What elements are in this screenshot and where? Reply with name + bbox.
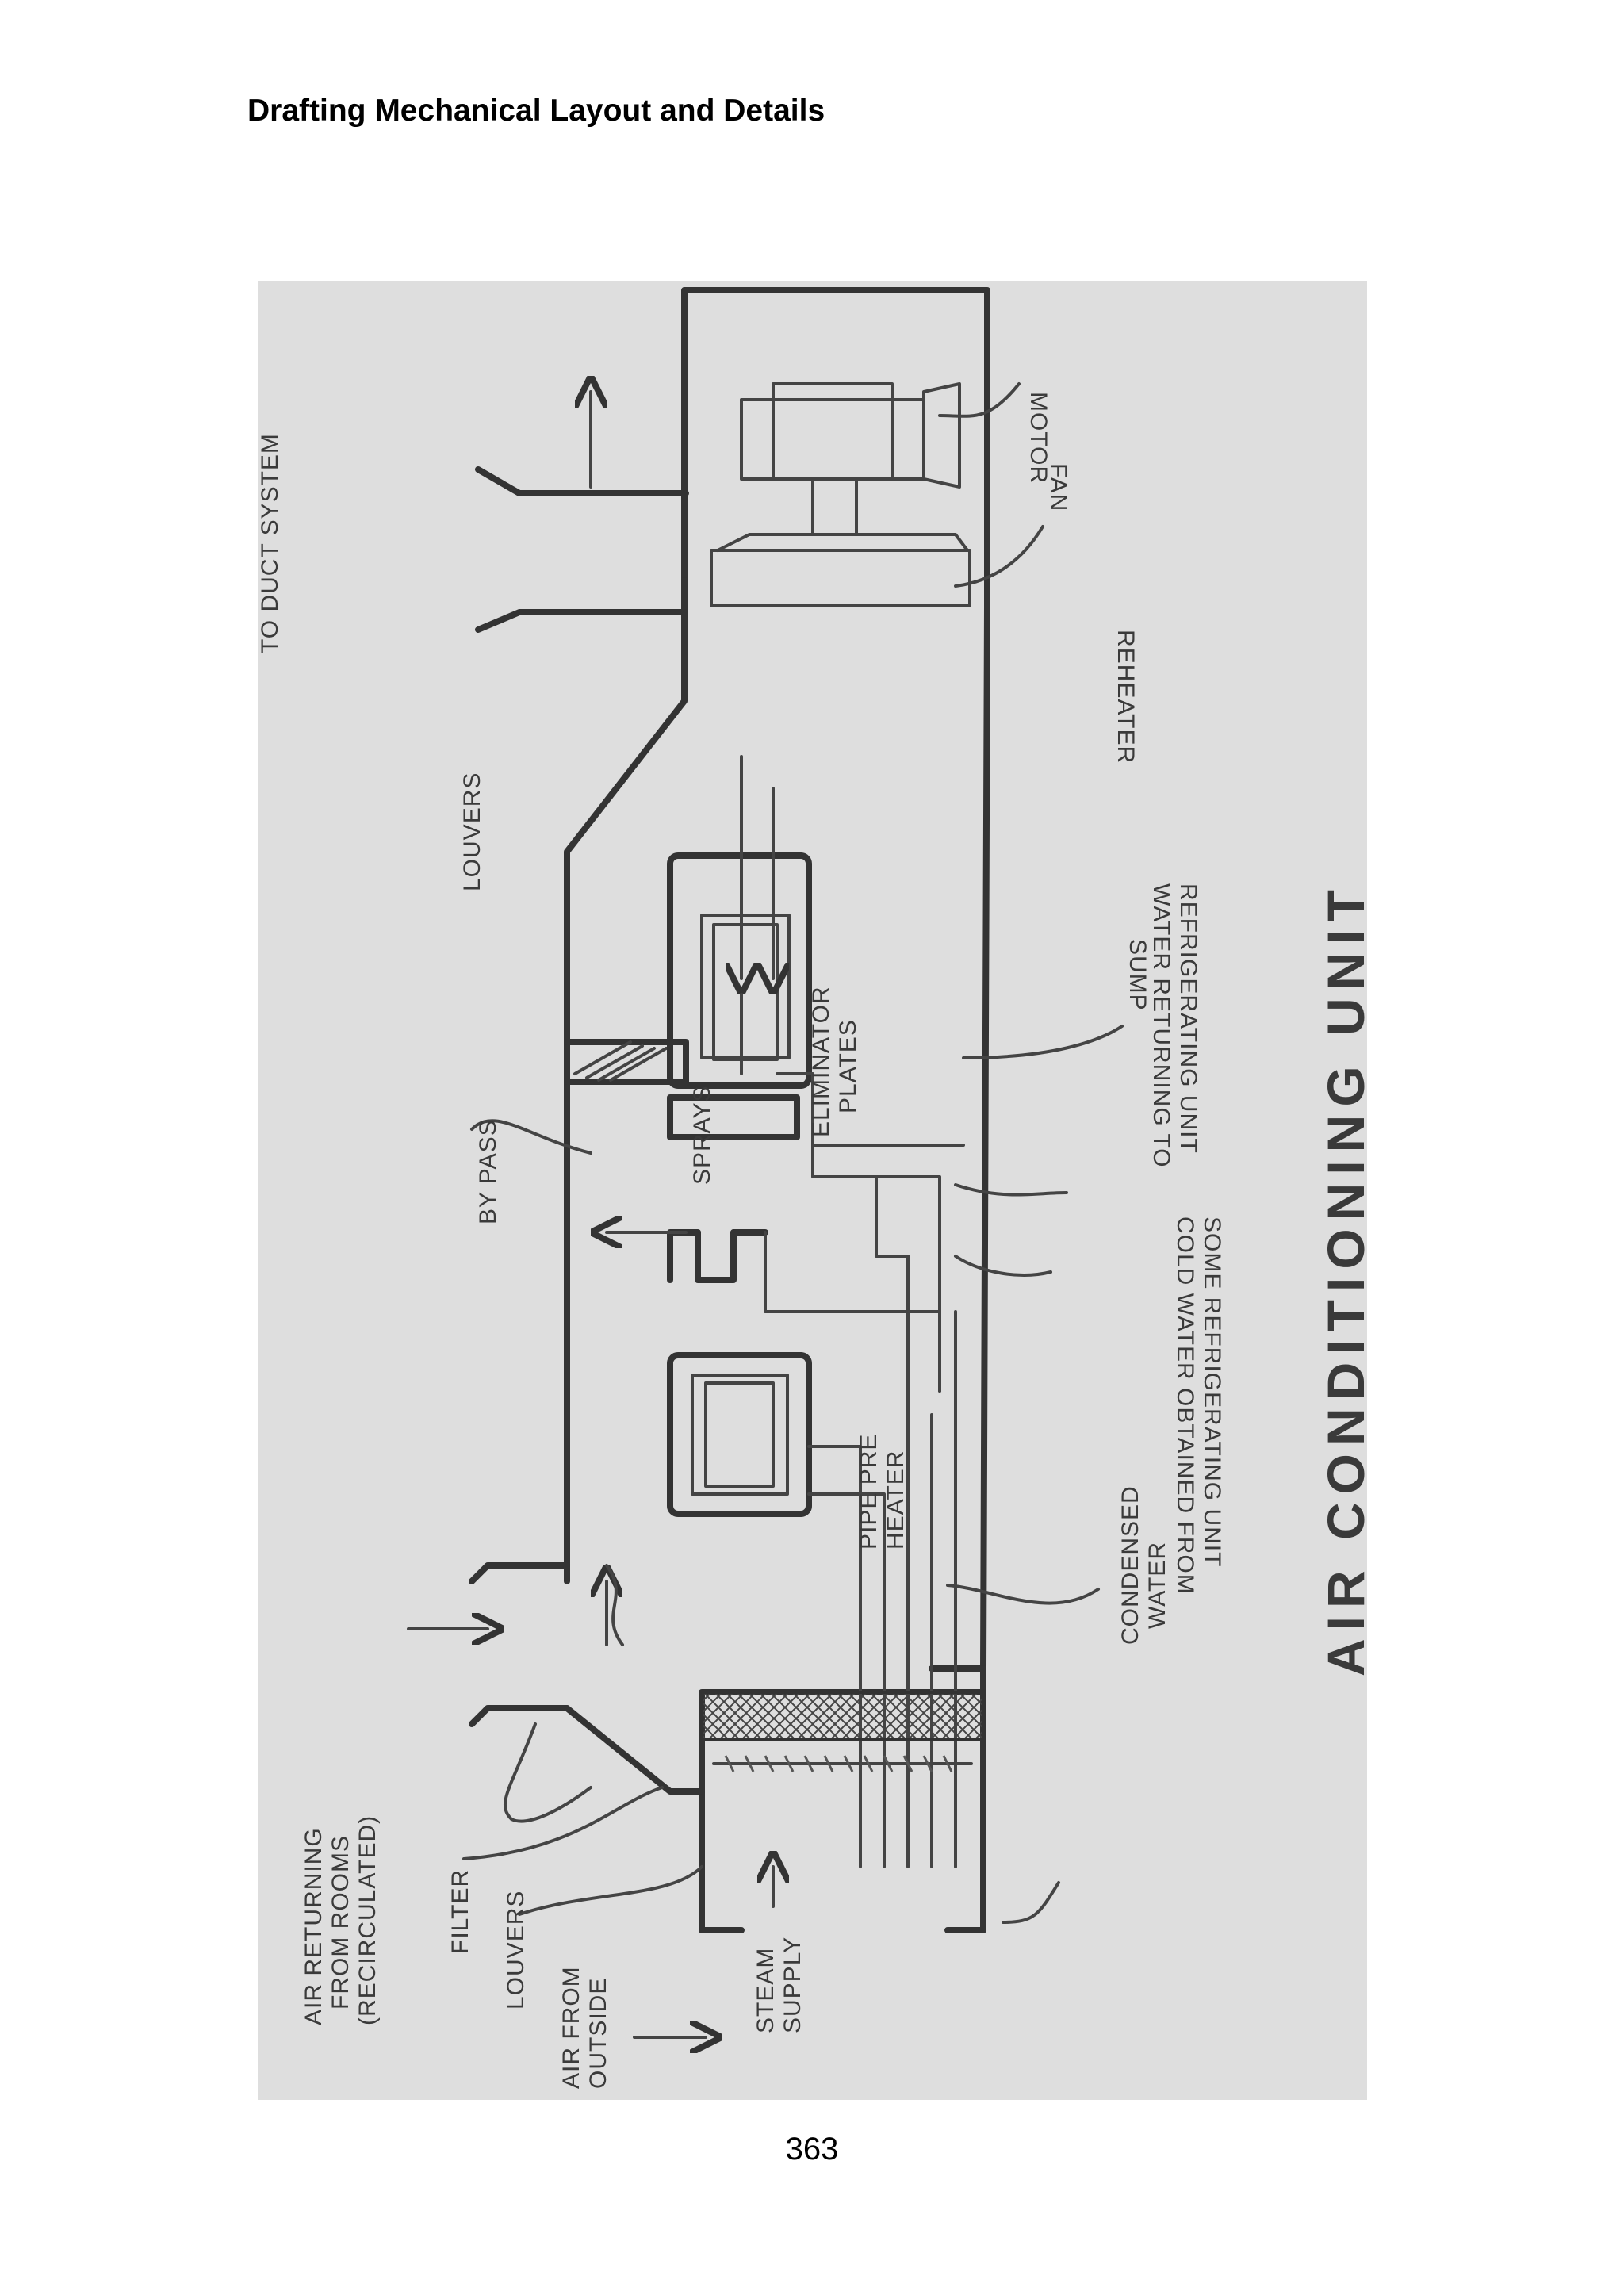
svg-text:ELIMINATOR: ELIMINATOR (808, 986, 834, 1137)
label-sprays: SPRAYS (689, 1086, 715, 1186)
svg-text:FAN: FAN (1045, 463, 1071, 511)
svg-text:AIR RETURNING: AIR RETURNING (301, 1827, 327, 2025)
svg-text:AIR FROM: AIR FROM (558, 1966, 584, 2089)
svg-text:REHEATER: REHEATER (1113, 630, 1139, 764)
svg-text:CONDENSED: CONDENSED (1117, 1485, 1143, 1645)
svg-text:HEATER: HEATER (883, 1450, 909, 1550)
svg-text:PIPE PRE: PIPE PRE (856, 1434, 882, 1550)
page-number: 363 (785, 2132, 839, 2167)
unit-housing (469, 287, 990, 1933)
svg-text:LOUVERS: LOUVERS (459, 772, 485, 891)
label-by-pass: BY PASS (475, 1119, 501, 1224)
eliminator-plates (667, 1094, 800, 1140)
svg-text:SUMP: SUMP (1124, 939, 1151, 1011)
svg-text:SUPPLY: SUPPLY (779, 1937, 806, 2033)
label-condensed-water: CONDENSED WATER (1117, 1485, 1170, 1645)
svg-text:SOME REFRIGERATING UNIT: SOME REFRIGERATING UNIT (1199, 1216, 1225, 1567)
svg-text:OUTSIDE: OUTSIDE (585, 1978, 611, 2089)
svg-text:AIR CONDITIONING UNIT: AIR CONDITIONING UNIT (1316, 882, 1367, 1676)
fan-and-motor (710, 382, 971, 607)
label-pipe-pre-heater: PIPE PRE HEATER (856, 1434, 909, 1550)
airflow-arrows (407, 392, 773, 2037)
air-conditioning-unit-diagram: TO DUCT SYSTEM MOTOR FAN REHEATER LOUVER… (258, 281, 1367, 2100)
label-air-returning: AIR RETURNING FROM ROOMS (RECIRCULATED) (301, 1815, 381, 2025)
label-cold-water: COLD WATER OBTAINED FROM SOME REFRIGERAT… (1172, 1216, 1225, 1595)
label-fan: FAN (1045, 463, 1071, 511)
svg-text:FILTER: FILTER (447, 1869, 473, 1954)
svg-text:SPRAYS: SPRAYS (689, 1086, 715, 1186)
upper-coil (667, 755, 965, 1393)
svg-text:PLATES: PLATES (835, 1019, 861, 1113)
label-louvers-top: LOUVERS (459, 772, 485, 891)
svg-text:FROM ROOMS: FROM ROOMS (327, 1835, 354, 2010)
label-louvers-bottom: LOUVERS (503, 1891, 529, 2010)
label-reheater: REHEATER (1113, 630, 1139, 764)
svg-text:(RECIRCULATED): (RECIRCULATED) (354, 1815, 381, 2025)
svg-text:WATER: WATER (1144, 1542, 1170, 1629)
filter-and-louvers (700, 1691, 985, 1772)
svg-text:STEAM: STEAM (753, 1948, 779, 2033)
svg-text:WATER RETURNING TO: WATER RETURNING TO (1148, 883, 1174, 1168)
svg-text:MOTOR: MOTOR (1025, 392, 1051, 484)
label-eliminator-plates: ELIMINATOR PLATES (808, 986, 861, 1137)
label-to-duct-system-text: TO DUCT SYSTEM (258, 433, 283, 653)
svg-text:COLD WATER OBTAINED FROM: COLD WATER OBTAINED FROM (1172, 1216, 1198, 1595)
svg-text:REFRIGERATING UNIT: REFRIGERATING UNIT (1175, 883, 1201, 1154)
label-sump: SUMP (1124, 939, 1151, 1011)
page-header: Drafting Mechanical Layout and Details (247, 94, 825, 128)
label-air-from-outside: AIR FROM OUTSIDE (558, 1966, 611, 2089)
svg-text:BY PASS: BY PASS (475, 1119, 501, 1224)
label-water-returning: WATER RETURNING TO REFRIGERATING UNIT (1148, 883, 1201, 1168)
leader-lines (462, 382, 1124, 1924)
label-steam-supply: STEAM SUPPLY (753, 1937, 806, 2033)
label-to-duct-system: TO DUCT SYSTEM (258, 433, 283, 653)
figure-title: AIR CONDITIONING UNIT (1316, 882, 1367, 1676)
pipe-pre-heater (667, 1255, 957, 1868)
svg-text:LOUVERS: LOUVERS (503, 1891, 529, 2010)
label-motor: MOTOR (1025, 392, 1051, 484)
label-filter: FILTER (447, 1869, 473, 1954)
